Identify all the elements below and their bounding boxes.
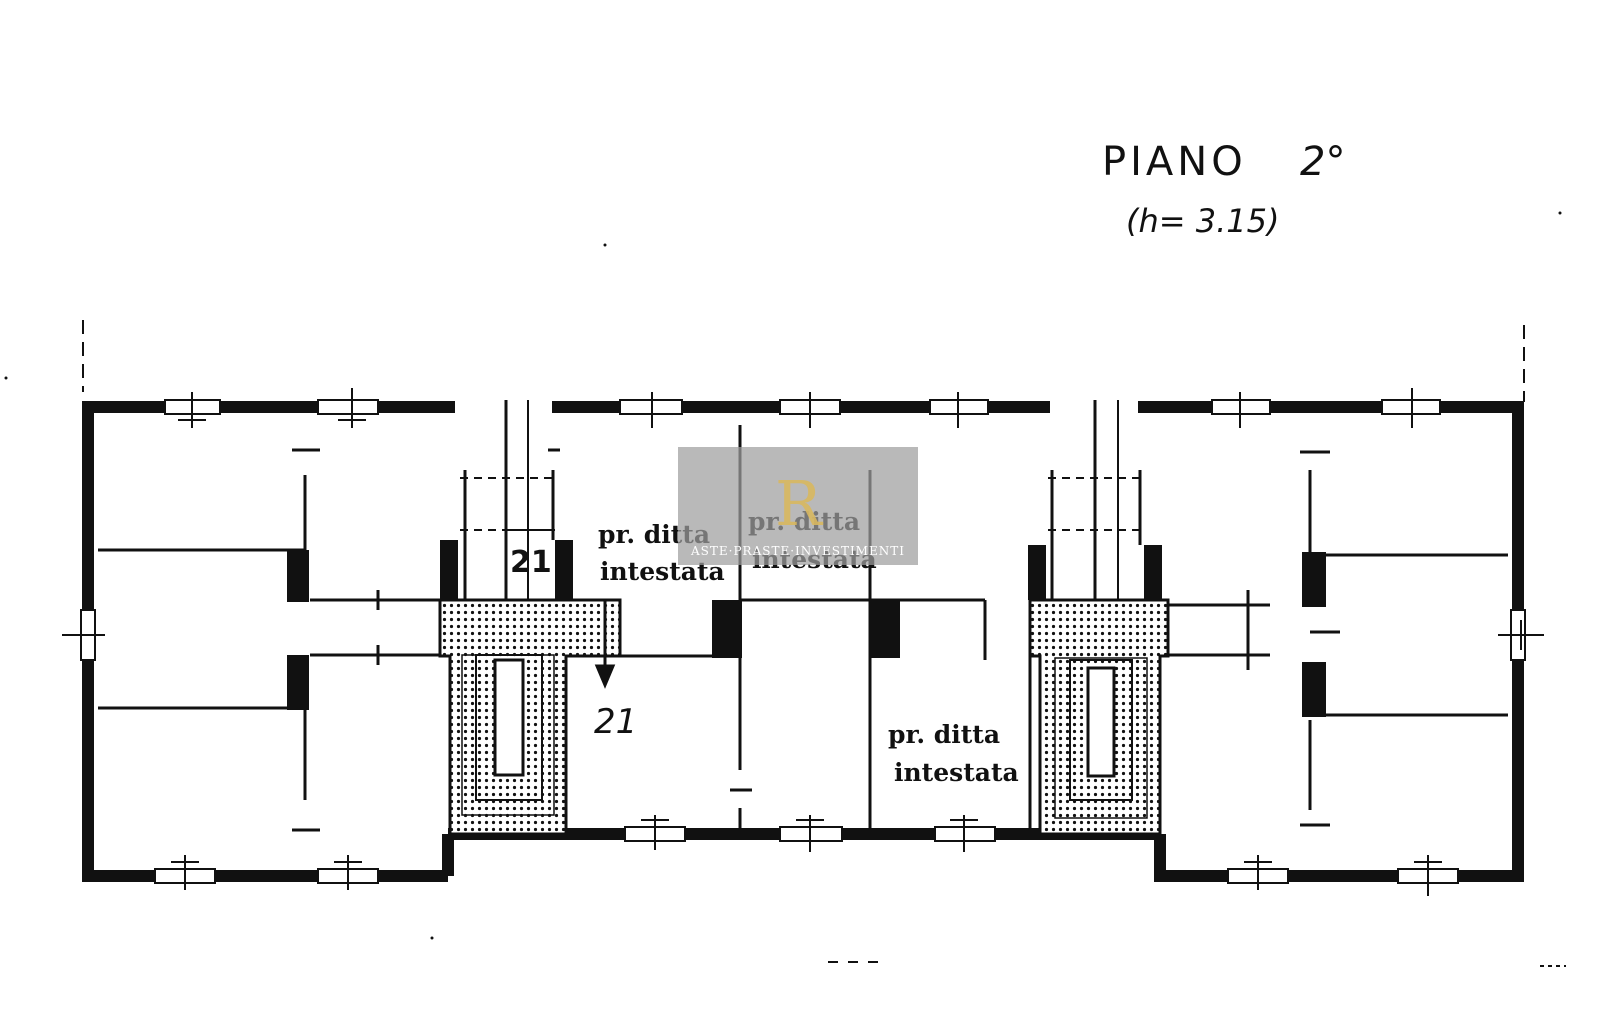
unit-number-upper: 21 — [510, 545, 552, 580]
room-label-3-line2: intestata — [894, 758, 1019, 787]
watermark-text: ASTE·PRASTE·INVESTIMENTI — [690, 544, 905, 558]
floor-number: 2° — [1300, 139, 1345, 185]
center-piers — [712, 600, 900, 658]
axis-lines — [82, 320, 1525, 402]
watermark-logo: R — [775, 467, 824, 540]
scan-specks — [4, 211, 1566, 967]
window-ticks — [62, 388, 1544, 896]
ceiling-height-note: (h= 3.15) — [1126, 202, 1279, 240]
unit-number-lower: 21 — [594, 702, 637, 742]
room-label-3-line1: pr. ditta — [888, 720, 1000, 749]
right-stair — [1028, 400, 1170, 836]
left-block-piers — [287, 550, 309, 710]
left-block-interior — [98, 448, 440, 832]
room-label-3: pr. ditta intestata — [888, 720, 1019, 787]
right-block-piers — [1302, 552, 1326, 717]
plan-header: PIANO 2° (h= 3.15) — [1102, 139, 1345, 240]
right-block-interior — [1168, 450, 1508, 827]
plan-title: PIANO — [1102, 139, 1247, 185]
watermark: R ASTE·PRASTE·INVESTIMENTI — [678, 447, 918, 565]
left-stair — [438, 400, 622, 836]
entry-arrow — [594, 600, 616, 689]
